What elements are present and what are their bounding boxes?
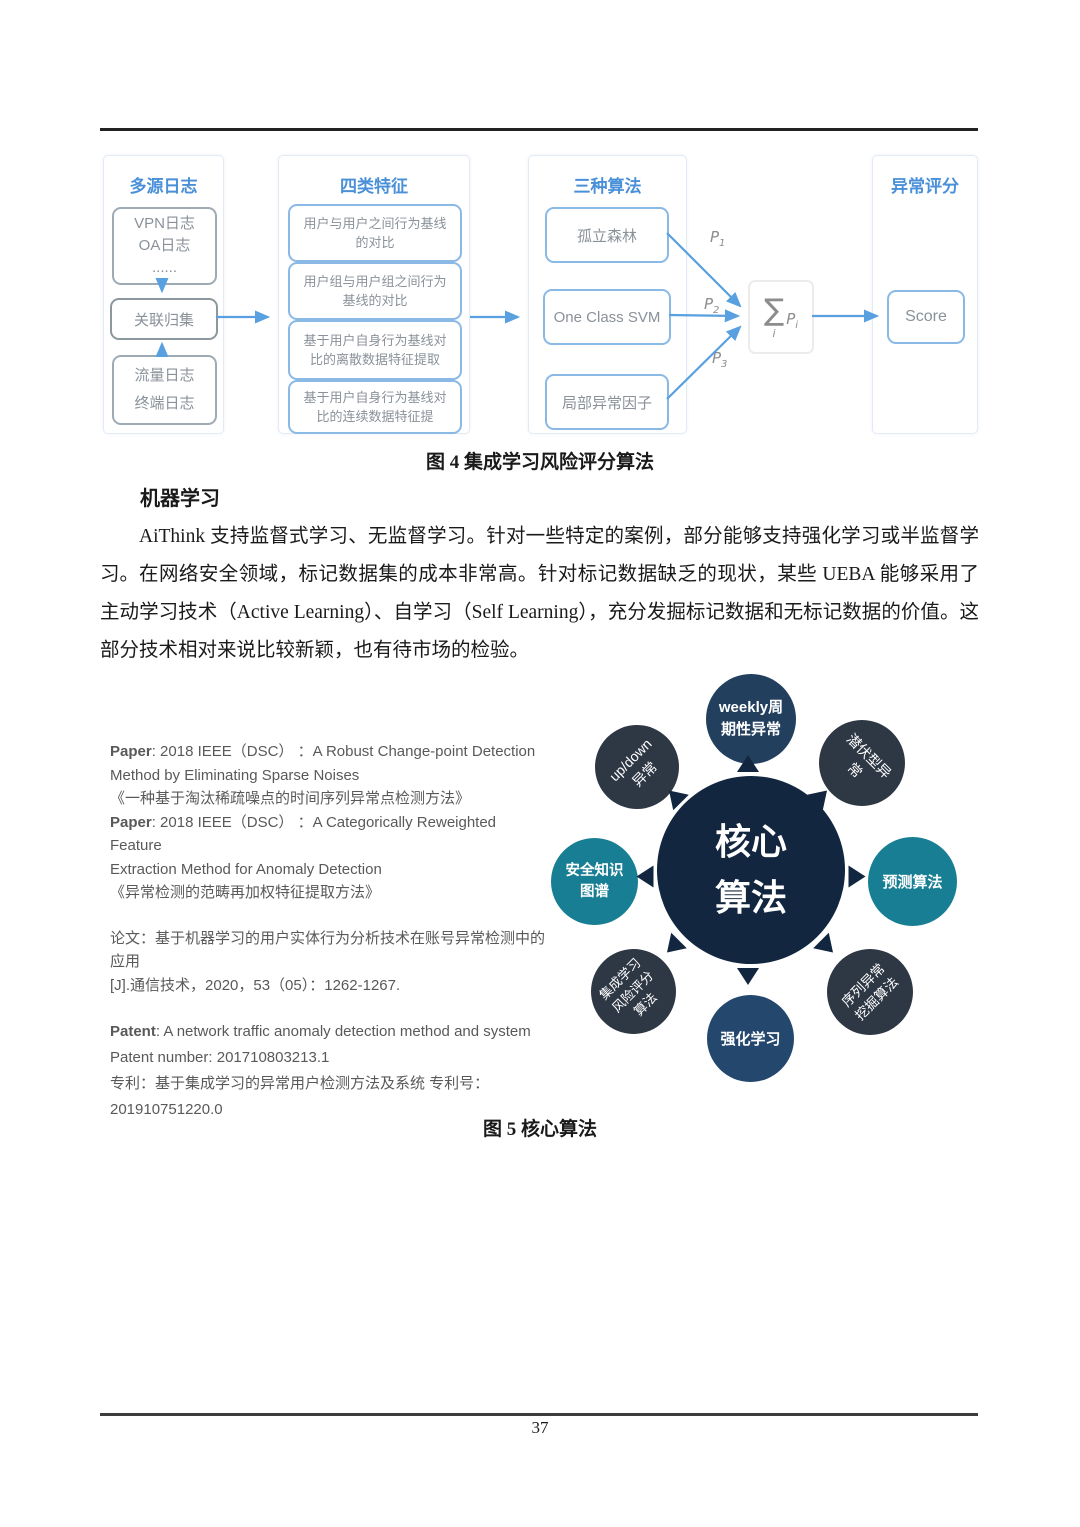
p1-label: P1	[710, 228, 726, 249]
hub-circle-latent-anomaly: 潜伏型异 常	[819, 720, 905, 806]
paragraph-2: 在网络安全领域，标记数据集的成本非常高。针对标记数据缺乏的现状，某些 UEBA …	[100, 564, 979, 661]
ref-line: 《一种基于淘汰稀疏噪点的时间序列异常点检测方法》	[110, 790, 471, 807]
header-rule	[100, 128, 978, 131]
hub-arrow-southwest	[659, 932, 687, 961]
ref-line: 《异常检测的范畴再加权特征提取方法》	[110, 884, 381, 901]
p3-label: P3	[712, 349, 728, 370]
ref-line: 专利：基于集成学习的异常用户检测方法及系统 专利号：	[110, 1075, 490, 1092]
flow-box-score: Score	[887, 290, 965, 344]
ref-line: Method by Eliminating Sparse Noises	[110, 766, 360, 784]
p2-label: P2	[704, 295, 720, 316]
ref-line: Patent: A network traffic anomaly detect…	[110, 1023, 531, 1040]
hub-circle-sequence-anomaly-mining: 序列异常 挖掘算法	[827, 949, 913, 1035]
patent-group: Patent: A network traffic anomaly detect…	[110, 1019, 550, 1123]
flow-box-vpn-oa-logs: VPN日志 OA日志 ......	[112, 207, 217, 285]
flow-box-feature-1: 用户与用户之间行为基线 的对比	[288, 204, 462, 262]
ref-line: Extraction Method for Anomaly Detection	[110, 860, 382, 878]
paragraph-1: AiThink 支持监督式学习、无监督学习。针对一些特定的案例，部分能够支持强化…	[100, 526, 979, 585]
hub-circle-security-knowledge-graph: 安全知识 图谱	[551, 838, 638, 925]
flow-box-isolation-forest: 孤立森林	[545, 207, 669, 263]
hub-arrow-west	[636, 865, 654, 888]
thesis-group: 论文：基于机器学习的用户实体行为分析技术在账号异常检测中的应用 [J].通信技术…	[110, 927, 550, 998]
pi-term: Pi	[786, 309, 799, 331]
footer-rule	[100, 1413, 978, 1416]
panel-title: 多源日志	[129, 177, 198, 196]
flow-box-traffic-terminal-logs: 流量日志 终端日志	[112, 355, 217, 425]
sigma-symbol: ∑ i	[763, 292, 785, 340]
flow-box-correlation: 关联归集	[110, 298, 218, 340]
panel-title: 三种算法	[573, 177, 642, 196]
flow-box-feature-2: 用户组与用户组之间行为 基线的对比	[288, 262, 462, 320]
section-heading: 机器学习	[140, 488, 220, 510]
hub-arrow-southeast	[813, 932, 841, 961]
ref-line: Paper: 2018 IEEE（DSC） ：A Categorically R…	[110, 813, 497, 855]
panel-title: 异常评分	[891, 177, 959, 196]
hub-arrow-south	[737, 968, 759, 985]
hub-circle-core-algorithm: 核心 算法	[657, 776, 845, 964]
flow-box-feature-3: 基于用户自身行为基线对 比的离散数据特征提取	[288, 320, 462, 380]
hub-circle-prediction-algorithm: 预测算法	[868, 837, 957, 926]
ref-line: Patent number: 201710803213.1	[110, 1049, 330, 1066]
figure4-caption: 图 4 集成学习风险评分算法	[425, 452, 654, 473]
panel-title: 四类特征	[340, 177, 408, 196]
figure5-caption: 图 5 核心算法	[482, 1119, 597, 1140]
ref-line: [J].通信技术，2020，53（05）：1262-1267.	[110, 976, 401, 994]
flow-box-one-class-svm: One Class SVM	[543, 289, 671, 345]
flow-box-feature-4: 基于用户自身行为基线对 比的连续数据特征提	[288, 380, 462, 434]
hub-circle-up-down-anomaly: up/down 异常	[595, 725, 679, 809]
flow-arrows	[155, 232, 880, 400]
papers-group: Paper: 2018 IEEE（DSC） ：A Robust Change-p…	[110, 740, 550, 905]
figure5-references: Paper: 2018 IEEE（DSC） ：A Robust Change-p…	[110, 740, 550, 1145]
ref-line: 论文：基于机器学习的用户实体行为分析技术在账号异常检测中的应用	[110, 929, 546, 971]
ref-line: 201910751220.0	[110, 1101, 223, 1118]
flow-box-local-outlier-factor: 局部异常因子	[545, 374, 669, 430]
hub-circle-ensemble-risk-scoring: 集成学习 风险评分 算法	[591, 949, 676, 1034]
hub-arrow-north	[737, 755, 759, 772]
hub-circle-reinforcement-learning: 强化学习	[707, 995, 794, 1082]
ref-line: Paper: 2018 IEEE（DSC） ：A Robust Change-p…	[110, 743, 536, 760]
hub-arrow-east	[848, 865, 866, 888]
page-number: 37	[531, 1418, 549, 1437]
hub-circle-weekly-periodic-anomaly: weekly周 期性异常	[706, 674, 796, 764]
